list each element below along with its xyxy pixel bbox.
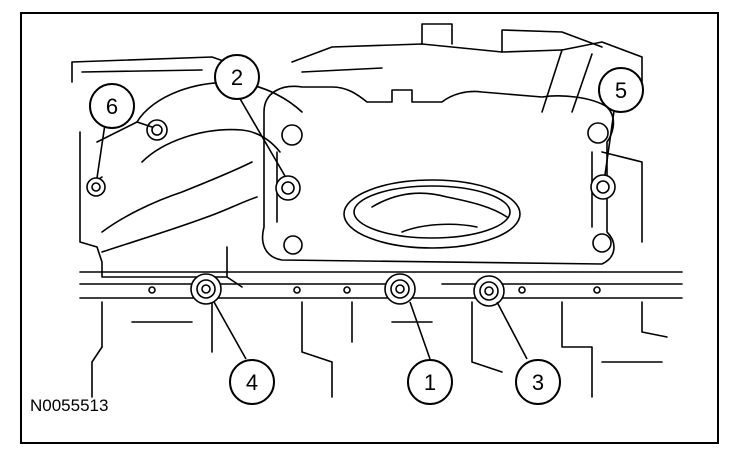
leader-6 [96, 123, 106, 179]
bolt-2 [275, 175, 301, 201]
callout-1-label: 1 [424, 370, 436, 395]
leader-5 [604, 103, 616, 176]
bolts [86, 174, 616, 307]
leader-1 [409, 301, 431, 360]
bolt-1 [384, 273, 416, 305]
callout-6-label: 6 [106, 94, 118, 119]
bolt-6 [86, 177, 106, 197]
callout-6: 6 [89, 83, 135, 129]
callout-5-label: 5 [615, 78, 627, 103]
callout-4-label: 4 [246, 370, 258, 395]
leader-3 [496, 301, 528, 360]
callout-3-label: 3 [532, 370, 544, 395]
leader-2 [238, 96, 286, 177]
callout-2: 2 [214, 54, 260, 100]
bolt-4 [190, 273, 222, 305]
callout-4: 4 [229, 359, 275, 405]
figure-frame: 1 2 3 4 5 6 [20, 12, 719, 444]
figure-id-label: N0055513 [30, 396, 109, 415]
callout-1: 1 [407, 359, 453, 405]
leader-4 [213, 301, 247, 360]
leader-lines [96, 96, 616, 360]
callout-3: 3 [515, 359, 561, 405]
bolt-5 [590, 174, 616, 200]
engine-illustration: 1 2 3 4 5 6 [71, 23, 683, 405]
callout-2-label: 2 [231, 65, 243, 90]
bolt-3 [473, 275, 505, 307]
callout-5: 5 [598, 67, 644, 113]
